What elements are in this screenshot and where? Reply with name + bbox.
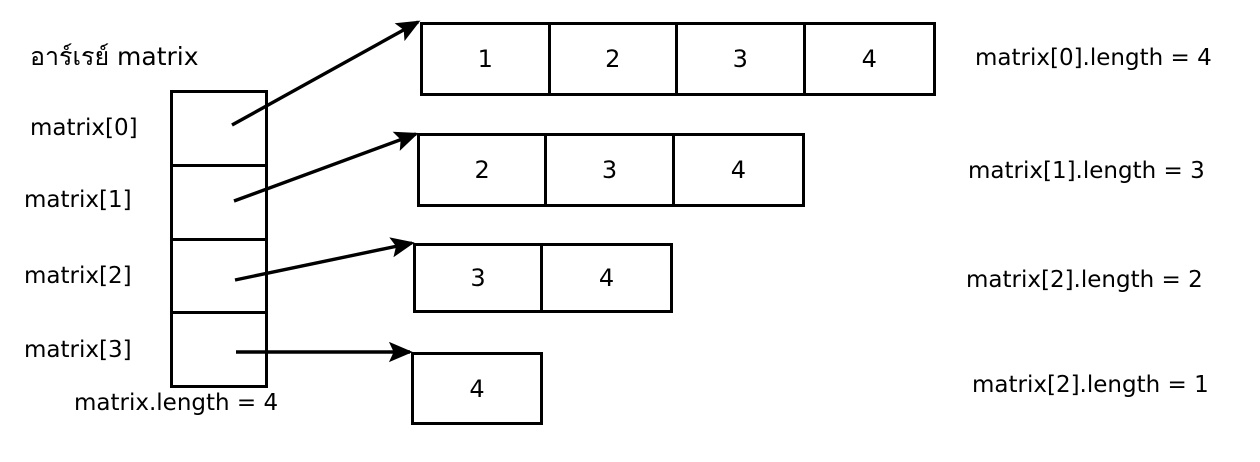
cell-0-3: 4 bbox=[861, 45, 877, 73]
row-length-caption-3: matrix[2].length = 1 bbox=[972, 372, 1209, 398]
index-cell-0 bbox=[173, 93, 265, 167]
cell-1-1: 3 bbox=[547, 136, 675, 204]
index-label-matrix-0: matrix[0] bbox=[30, 115, 138, 141]
index-label-matrix-2: matrix[2] bbox=[24, 263, 132, 289]
cell-1-0: 2 bbox=[420, 136, 548, 204]
matrix-index-column bbox=[170, 90, 268, 388]
cell-0-0: 1 bbox=[423, 25, 551, 93]
table-row: 3 4 bbox=[413, 243, 673, 313]
index-cell-2 bbox=[173, 241, 265, 315]
row-length-caption-1: matrix[1].length = 3 bbox=[968, 158, 1205, 184]
row-length-caption-0: matrix[0].length = 4 bbox=[975, 45, 1212, 71]
row-length-caption-2: matrix[2].length = 2 bbox=[966, 267, 1203, 293]
cell-0-1: 2 bbox=[551, 25, 679, 93]
table-row: 2 3 4 bbox=[417, 133, 805, 207]
index-cell-3 bbox=[173, 314, 265, 385]
index-cell-1 bbox=[173, 167, 265, 241]
matrix-length-caption: matrix.length = 4 bbox=[74, 390, 279, 416]
cell-2-0: 3 bbox=[416, 246, 544, 310]
diagram-title: อาร์เรย์ matrix bbox=[30, 42, 199, 71]
cell-1-2: 4 bbox=[730, 156, 746, 184]
index-label-matrix-3: matrix[3] bbox=[24, 337, 132, 363]
cell-0-2: 3 bbox=[678, 25, 806, 93]
cell-3-0: 4 bbox=[469, 374, 485, 403]
cell-2-1: 4 bbox=[598, 264, 615, 292]
table-row: 4 bbox=[411, 352, 543, 425]
index-label-matrix-1: matrix[1] bbox=[24, 187, 132, 213]
table-row: 1 2 3 4 bbox=[420, 22, 936, 96]
